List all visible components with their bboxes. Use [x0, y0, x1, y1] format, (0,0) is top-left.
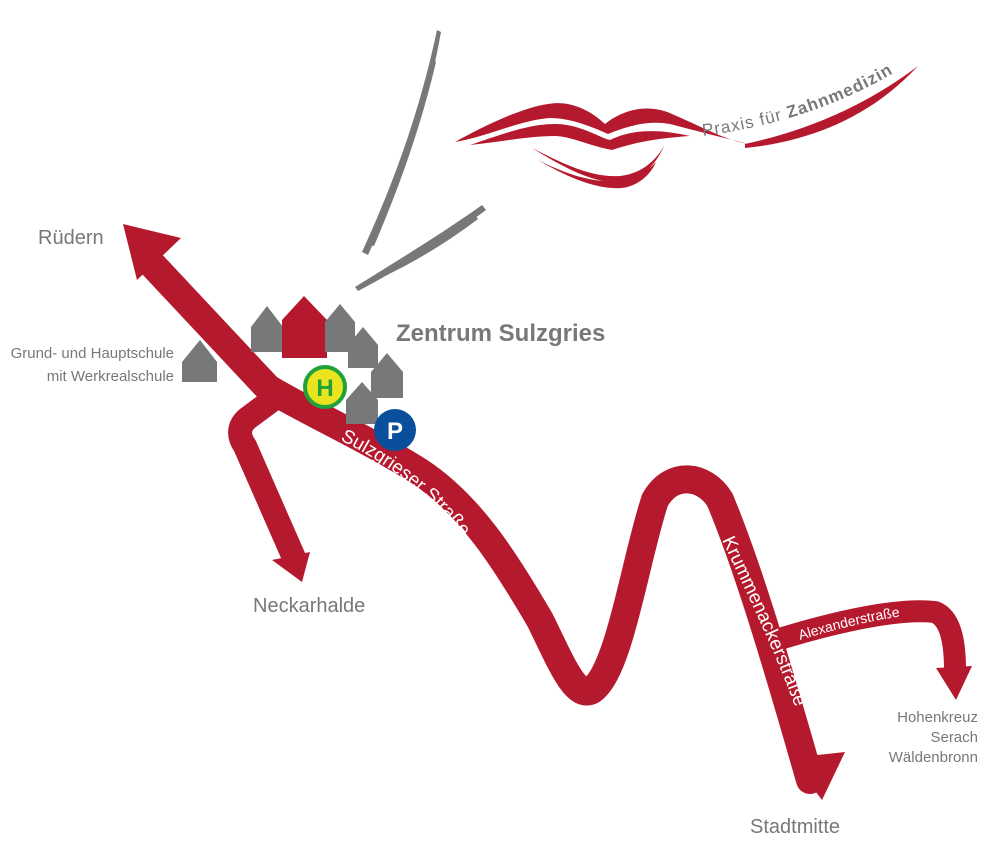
- house-icon: [348, 327, 378, 368]
- street-label-krummenacker: Krummenackerstraße: [717, 533, 810, 709]
- arrowheads: [123, 224, 972, 800]
- practice-house-icon: [282, 296, 327, 358]
- house-icon: [346, 382, 378, 424]
- arrow-ruedern-icon: [123, 224, 181, 280]
- brush-strokes: [355, 30, 486, 291]
- main-road: [136, 248, 824, 794]
- parking-icon: P: [374, 409, 416, 451]
- house-icon: [371, 353, 403, 398]
- lips-logo: [455, 66, 918, 189]
- roads: [136, 248, 966, 794]
- house-icon: [325, 304, 355, 352]
- place-dest-line1: Hohenkreuz: [897, 709, 978, 726]
- arrow-hohenkreuz-icon: [936, 666, 972, 700]
- place-stadtmitte: Stadtmitte: [750, 816, 840, 838]
- house-icon: [251, 306, 283, 352]
- arrow-neckarhalde-icon: [272, 552, 310, 582]
- place-center: Zentrum Sulzgries: [396, 320, 605, 347]
- neckarhalde-road: [228, 386, 307, 572]
- place-school-line2: mit Werkrealschule: [47, 368, 174, 385]
- bus-stop-icon: H: [303, 365, 347, 409]
- svg-text:H: H: [316, 375, 333, 402]
- houses: [182, 296, 403, 424]
- place-school-line1: Grund- und Hauptschule: [11, 345, 174, 362]
- place-dest-line2: Serach: [930, 729, 978, 746]
- house-icon: [182, 340, 217, 382]
- svg-text:P: P: [387, 418, 403, 445]
- place-dest-line3: Wäldenbronn: [889, 749, 978, 766]
- place-ruedern: Rüdern: [38, 227, 104, 249]
- place-neckarhalde: Neckarhalde: [253, 595, 365, 617]
- arrow-stadtmitte-icon: [790, 752, 845, 800]
- alexander-road: [759, 600, 966, 681]
